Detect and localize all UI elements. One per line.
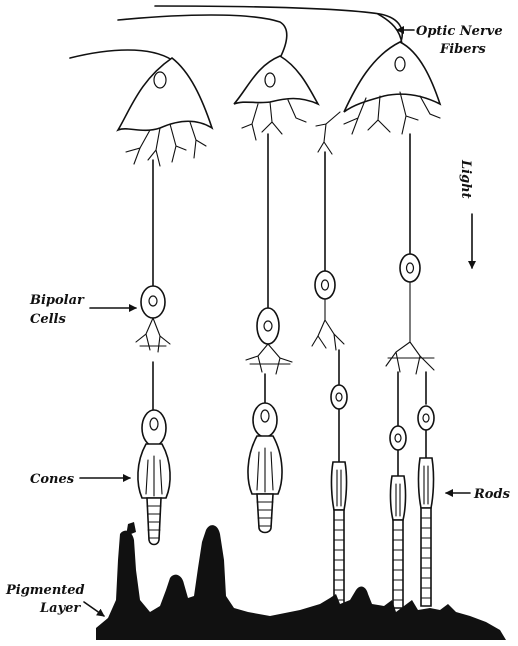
bipolar-label-line2: Cells bbox=[30, 312, 66, 327]
rods-label: Rods bbox=[473, 487, 511, 502]
pigmented-label-line1: Pigmented bbox=[5, 583, 85, 598]
label-rods: Rods bbox=[446, 487, 511, 502]
bipolar-cells bbox=[141, 254, 420, 344]
ganglion-cell-1 bbox=[118, 58, 212, 130]
label-light: Light bbox=[458, 159, 473, 268]
light-label: Light bbox=[458, 159, 473, 199]
label-bipolar-cells: Bipolar Cells bbox=[29, 293, 136, 327]
cone-2 bbox=[248, 403, 282, 533]
rod-1 bbox=[331, 385, 347, 608]
label-pigmented-layer: Pigmented Layer bbox=[5, 583, 104, 616]
rod-2 bbox=[390, 426, 406, 608]
label-cones: Cones bbox=[30, 472, 130, 487]
ganglion-cell-2 bbox=[234, 56, 318, 104]
optic-nerve-label-line2: Fibers bbox=[439, 42, 486, 57]
ganglion-axons bbox=[153, 134, 410, 308]
ganglion-cell-3 bbox=[344, 42, 440, 112]
pigmented-label-line2: Layer bbox=[39, 601, 81, 616]
cone-1 bbox=[138, 410, 170, 545]
optic-nerve-label-line1: Optic Nerve bbox=[416, 24, 503, 39]
bipolar-label-line1: Bipolar bbox=[29, 293, 85, 308]
optic-nerve-fibers bbox=[70, 6, 402, 60]
cones-label: Cones bbox=[30, 472, 75, 487]
rod-3 bbox=[418, 406, 434, 606]
bipolar-dendrites bbox=[136, 282, 434, 374]
